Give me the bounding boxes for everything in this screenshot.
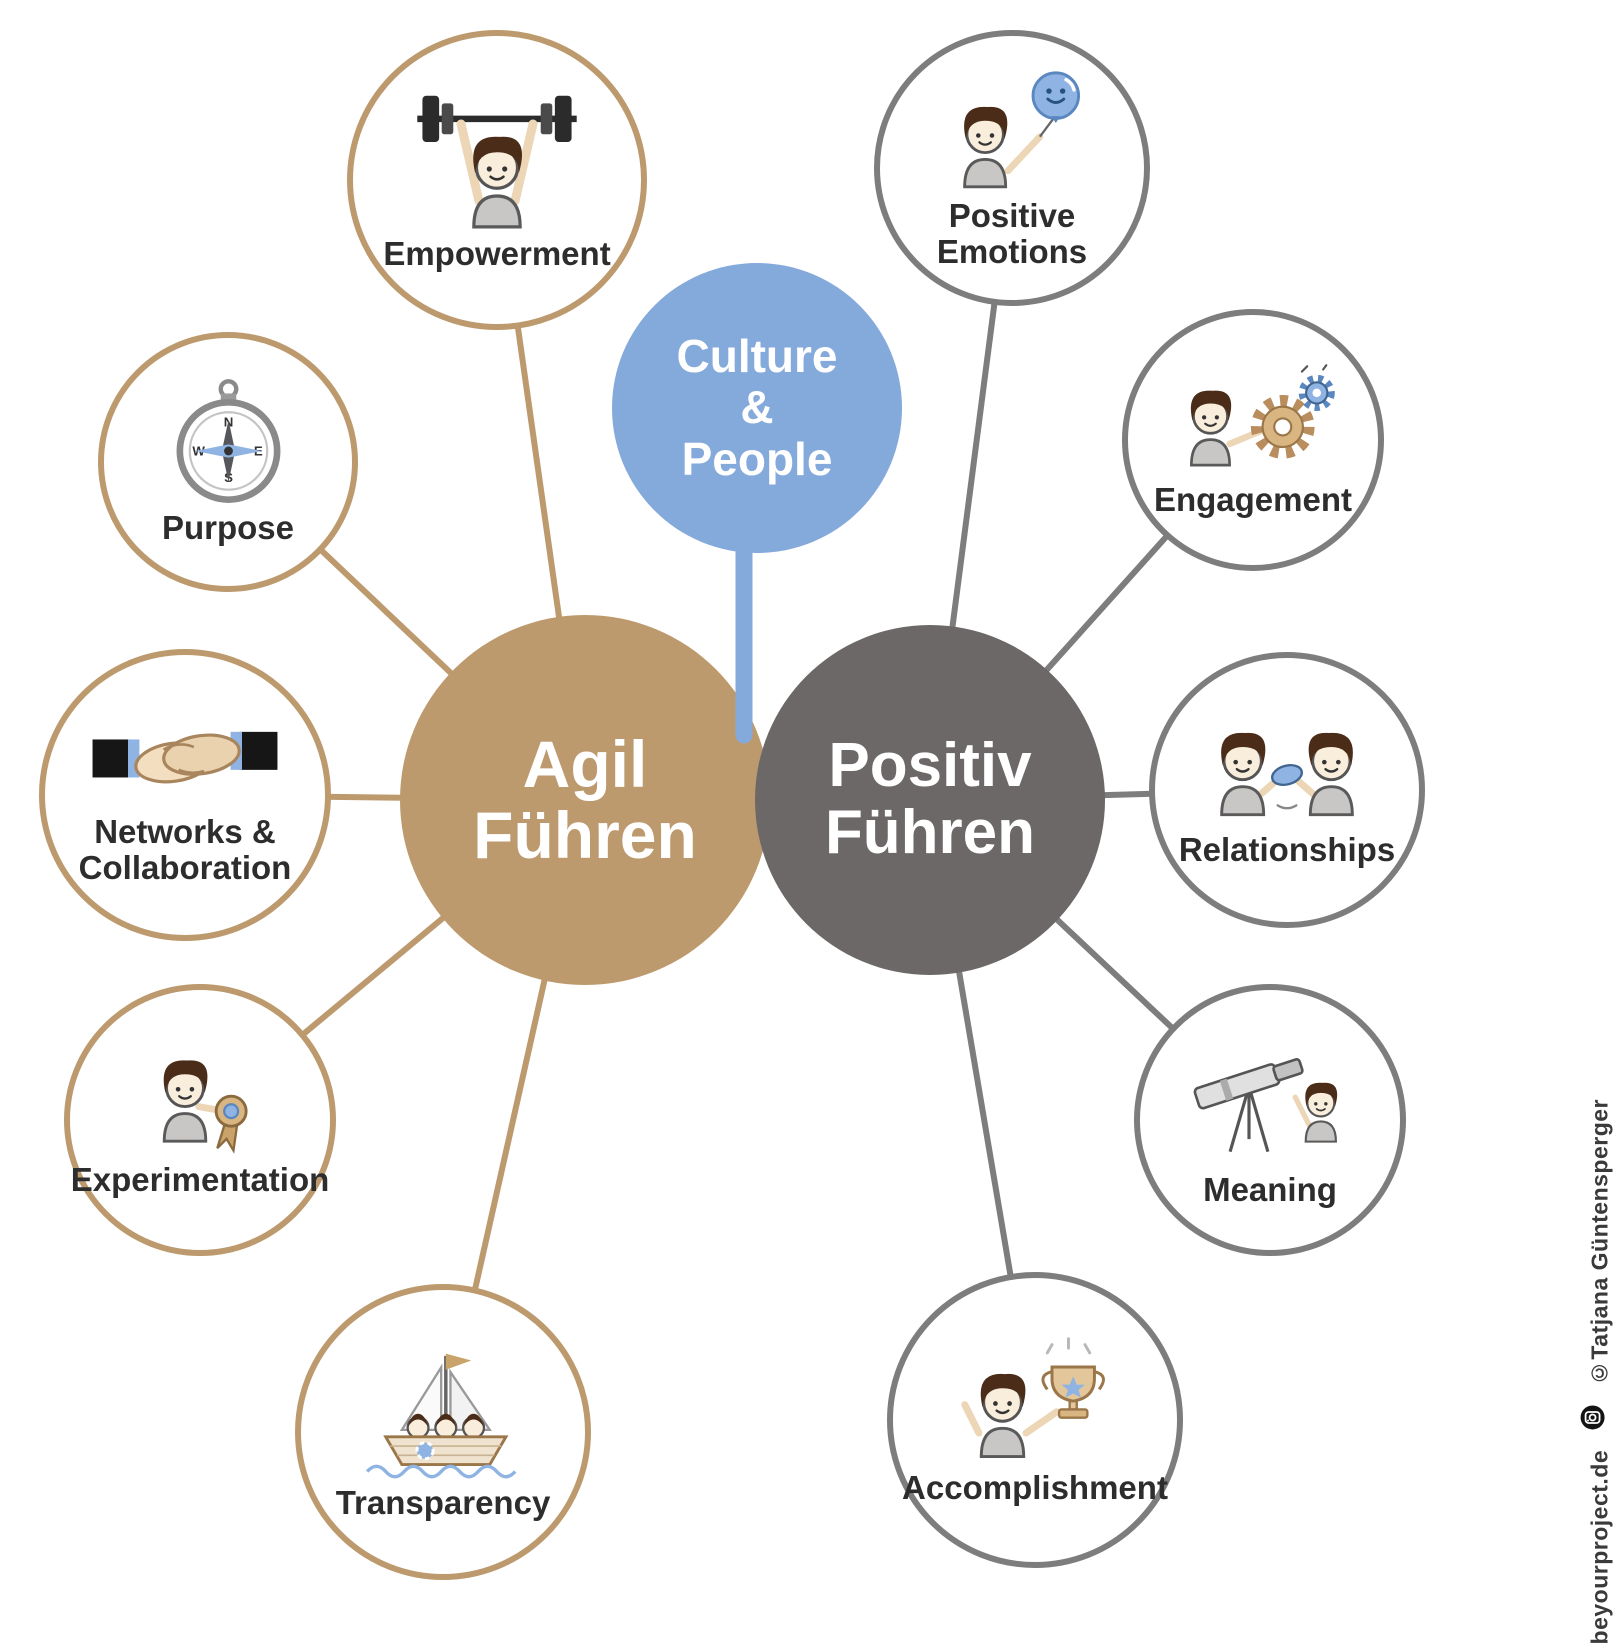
hub-agil-fuehren: Agil Führen bbox=[400, 615, 770, 985]
node-positive-emotions: Positive Emotions bbox=[874, 30, 1150, 306]
node-experimentation: Experimentation bbox=[64, 984, 336, 1256]
two-people-handshake-icon bbox=[1196, 712, 1378, 829]
node-engagement: Engagement bbox=[1122, 309, 1384, 571]
watermark: beyourproject.de ©Tatjana Güntensperger bbox=[1580, 1099, 1614, 1644]
instagram-icon bbox=[1580, 1405, 1607, 1431]
node-purpose: N E S W Purpose bbox=[98, 332, 358, 592]
node-label: Relationships bbox=[1178, 831, 1396, 869]
node-label: Empowerment bbox=[383, 234, 611, 272]
empowerment-icon bbox=[407, 88, 587, 232]
watermark-site: beyourproject.de bbox=[1587, 1449, 1613, 1644]
node-label: Accomplishment bbox=[902, 1468, 1168, 1506]
hub-agil-label: Agil Führen bbox=[473, 726, 697, 872]
award-ribbon-icon bbox=[125, 1042, 275, 1157]
node-label: Engagement bbox=[1153, 481, 1353, 519]
handshake-icon bbox=[90, 704, 280, 810]
gears-icon bbox=[1168, 361, 1338, 478]
balloon-smiley-icon bbox=[935, 66, 1090, 194]
center-bubble-culture-people: Culture & People bbox=[612, 263, 902, 553]
node-label: Transparency bbox=[335, 1484, 551, 1522]
node-empowerment: Empowerment bbox=[347, 30, 647, 330]
node-label: Experimentation bbox=[70, 1160, 330, 1198]
purpose-compass-icon: N E S W bbox=[171, 378, 286, 506]
node-meaning: Meaning bbox=[1134, 984, 1406, 1256]
telescope-icon bbox=[1186, 1032, 1354, 1169]
node-transparency: Transparency bbox=[295, 1284, 591, 1580]
hub-positiv-fuehren: Positiv Führen bbox=[755, 625, 1105, 975]
boat-icon bbox=[351, 1342, 536, 1481]
hub-positiv-label: Positiv Führen bbox=[824, 731, 1036, 867]
trophy-icon bbox=[953, 1334, 1118, 1466]
node-label: Positive Emotions bbox=[936, 196, 1088, 270]
watermark-credit: ©Tatjana Güntensperger bbox=[1587, 1098, 1613, 1386]
node-accomplishment: Accomplishment bbox=[887, 1272, 1183, 1568]
node-label: Meaning bbox=[1203, 1171, 1337, 1209]
node-networks-collaboration: Networks & Collaboration bbox=[39, 649, 331, 941]
node-label: Networks & Collaboration bbox=[78, 812, 292, 887]
center-bubble-label: Culture & People bbox=[676, 329, 838, 485]
node-relationships: Relationships bbox=[1149, 652, 1425, 928]
node-label: Purpose bbox=[161, 508, 295, 546]
